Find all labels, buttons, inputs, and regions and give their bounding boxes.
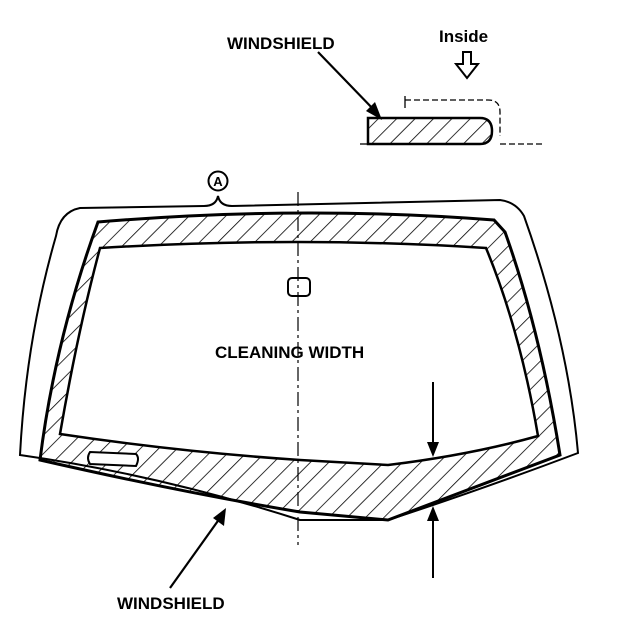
glass-outer-edge: [38, 211, 562, 522]
cleaning-area-edge: [58, 240, 540, 467]
inside-arrow-icon: [453, 51, 481, 80]
body-outline: [18, 198, 580, 521]
arrowhead-icon: [427, 442, 439, 457]
cross-section-detail: [317, 51, 545, 146]
callout-bracket: [203, 195, 233, 207]
windshield-bottom-leader: [169, 517, 221, 589]
windshield-top-leader: [317, 51, 377, 113]
sticker: [87, 450, 139, 468]
inside-label: Inside: [439, 27, 488, 46]
dimension-lines: [405, 99, 545, 145]
windshield-front-view: [18, 170, 580, 589]
cleaning-width-label: CLEANING WIDTH: [215, 343, 364, 362]
windshield-top-label: WINDSHIELD: [227, 34, 335, 53]
callout-a-circle: [207, 170, 229, 192]
glass-section: [366, 116, 494, 146]
callout-a-label: A: [213, 174, 223, 189]
arrowhead-icon: [213, 508, 226, 526]
mirror-mount: [287, 277, 311, 297]
arrowhead-icon: [366, 102, 382, 120]
arrowhead-icon: [427, 506, 439, 521]
windshield-bottom-label: WINDSHIELD: [117, 594, 225, 613]
